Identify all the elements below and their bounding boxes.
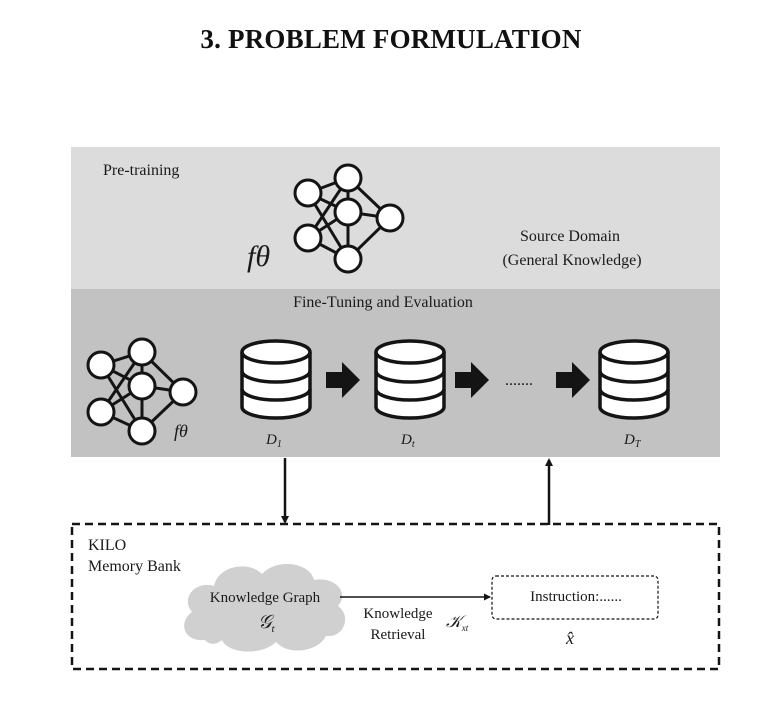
knowledge-graph-cloud — [184, 563, 346, 652]
instruction-symbol: x̂ — [565, 628, 574, 648]
knowledge-graph-label: Knowledge Graph — [210, 590, 321, 606]
finetuning-label: Fine-Tuning and Evaluation — [293, 294, 473, 311]
knowledge-graph-symbol: 𝒢t — [258, 612, 276, 635]
pretrain-model-symbol: fθ — [247, 240, 270, 273]
sequence-arrow — [326, 362, 360, 398]
dataset-label-dT: DT — [623, 432, 642, 450]
section-heading: 3. PROBLEM FORMULATION — [200, 24, 582, 54]
dataset-label-dt: Dt — [400, 432, 415, 450]
database-icon — [240, 339, 312, 420]
instruction-box — [491, 575, 659, 620]
database-icon — [598, 339, 670, 420]
source-domain-sublabel: (General Knowledge) — [502, 252, 641, 269]
sequence-arrow — [556, 362, 590, 398]
source-domain-label: Source Domain — [520, 228, 620, 245]
kilo-title: KILO — [88, 537, 126, 554]
retrieval-sublabel: Retrieval — [371, 627, 426, 643]
sequence-ellipsis: ....... — [505, 372, 533, 389]
neural-network-icon — [293, 163, 405, 274]
dataset-label-d1: D1 — [265, 432, 282, 450]
neural-network-icon — [86, 337, 198, 446]
database-icon — [374, 339, 446, 420]
retrieval-label: Knowledge — [363, 606, 432, 622]
sequence-arrow — [455, 362, 489, 398]
kilo-memory-bank — [70, 522, 721, 671]
finetune-model-symbol: fθ — [174, 421, 188, 441]
pretraining-label: Pre-training — [103, 162, 179, 179]
retrieved-knowledge-symbol: 𝒦xt — [446, 612, 469, 633]
kilo-subtitle: Memory Bank — [88, 558, 181, 575]
instruction-label: Instruction:...... — [530, 589, 622, 605]
